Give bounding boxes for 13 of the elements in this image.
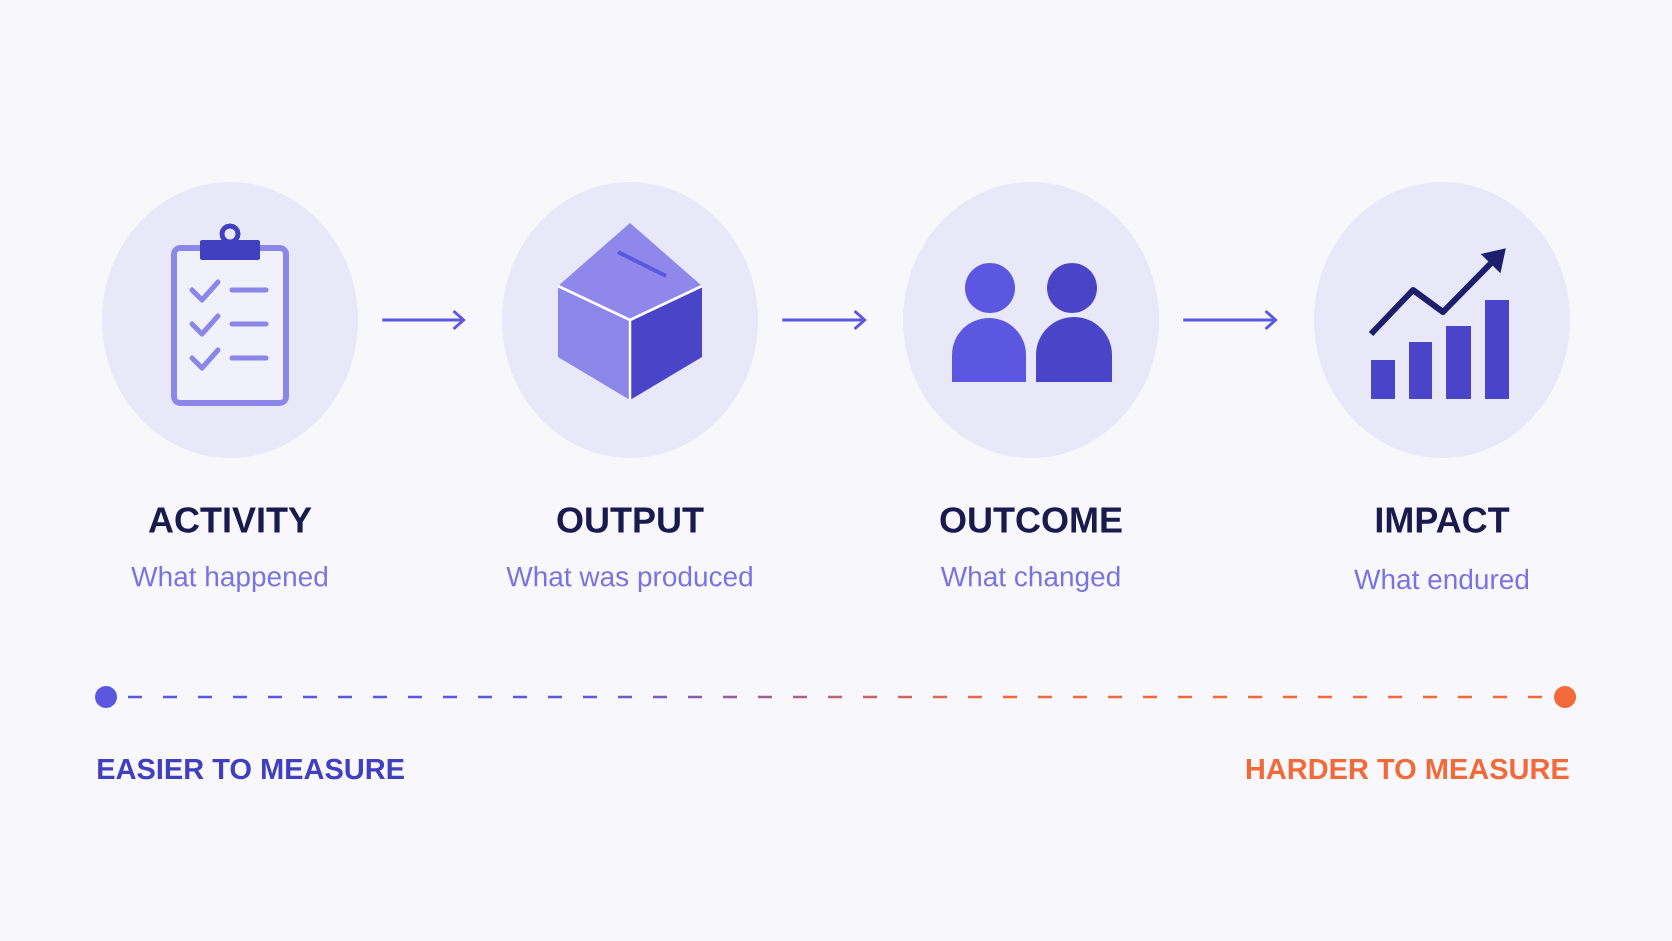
arrow: [782, 309, 867, 331]
stage-title: OUTCOME: [940, 507, 1122, 533]
scale-label: EASIER TO MEASURE: [98, 758, 404, 780]
stage-subtitle: What happened: [131, 565, 327, 593]
scale-label: HARDER TO MEASURE: [1246, 758, 1569, 780]
stage-title: OUTPUT: [557, 507, 704, 533]
stage-title: IMPACT: [1376, 507, 1510, 533]
stage-subtitle: What changed: [940, 565, 1120, 593]
arrow: [382, 309, 466, 331]
stage-subtitle: What endured: [1354, 568, 1529, 590]
arrow: [1183, 309, 1278, 331]
stage-subtitle: What was produced: [506, 565, 752, 593]
stage-title: ACTIVITY: [148, 507, 312, 533]
